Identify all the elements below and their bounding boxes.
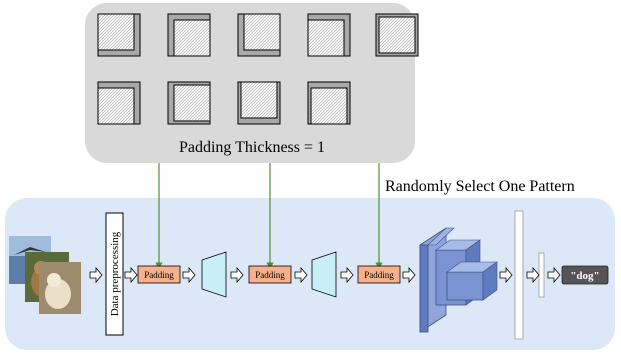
output-label: "dog" — [570, 270, 599, 282]
padding-pattern-6 — [97, 81, 141, 125]
padding-box-1-label: Padding — [144, 270, 174, 280]
pipeline-background — [5, 198, 615, 350]
padding-box-3-label: Padding — [364, 270, 394, 280]
padding-pattern-8 — [237, 81, 281, 125]
padding-box-2 — [248, 265, 292, 284]
flow-arrow-3 — [182, 266, 196, 284]
selection-label: Randomly Select One Pattern — [385, 178, 575, 195]
flow-arrow-7 — [402, 266, 416, 284]
flow-arrow-9 — [526, 266, 540, 284]
data-preprocessing-label: Data preprocessing — [109, 231, 121, 316]
padding-patterns — [97, 13, 419, 125]
flow-arrow-1 — [89, 266, 103, 284]
flow-arrow-8 — [499, 266, 513, 284]
layer-trapezoid-2 — [311, 251, 337, 298]
flow-arrows — [89, 266, 561, 284]
padding-box-3 — [357, 265, 401, 284]
padding-pattern-4 — [307, 13, 351, 57]
flow-arrow-2 — [124, 266, 138, 284]
flow-arrow-10 — [547, 266, 561, 284]
fc-layer-2 — [538, 252, 545, 298]
input-image-dog — [39, 262, 81, 314]
fc-layer-1 — [514, 210, 524, 340]
data-preprocessing-box — [105, 212, 124, 336]
padding-box-1 — [137, 265, 181, 284]
padding-pattern-5 — [375, 13, 419, 57]
padding-box-2-label: Padding — [255, 270, 285, 280]
output-box — [561, 265, 609, 285]
padding-pattern-3 — [237, 13, 281, 57]
flow-arrow-6 — [340, 266, 354, 284]
padding-pattern-7 — [167, 81, 211, 125]
padding-caption: Padding Thickness = 1 — [179, 139, 325, 156]
input-images — [9, 236, 81, 314]
padding-pattern-9 — [307, 81, 351, 125]
padding-pattern-2 — [167, 13, 211, 57]
cnn-block — [419, 227, 498, 333]
layer-trapezoid-1 — [201, 251, 227, 298]
padding-pattern-1 — [97, 13, 141, 57]
flow-arrow-4 — [230, 266, 244, 284]
flow-arrow-5 — [294, 266, 308, 284]
